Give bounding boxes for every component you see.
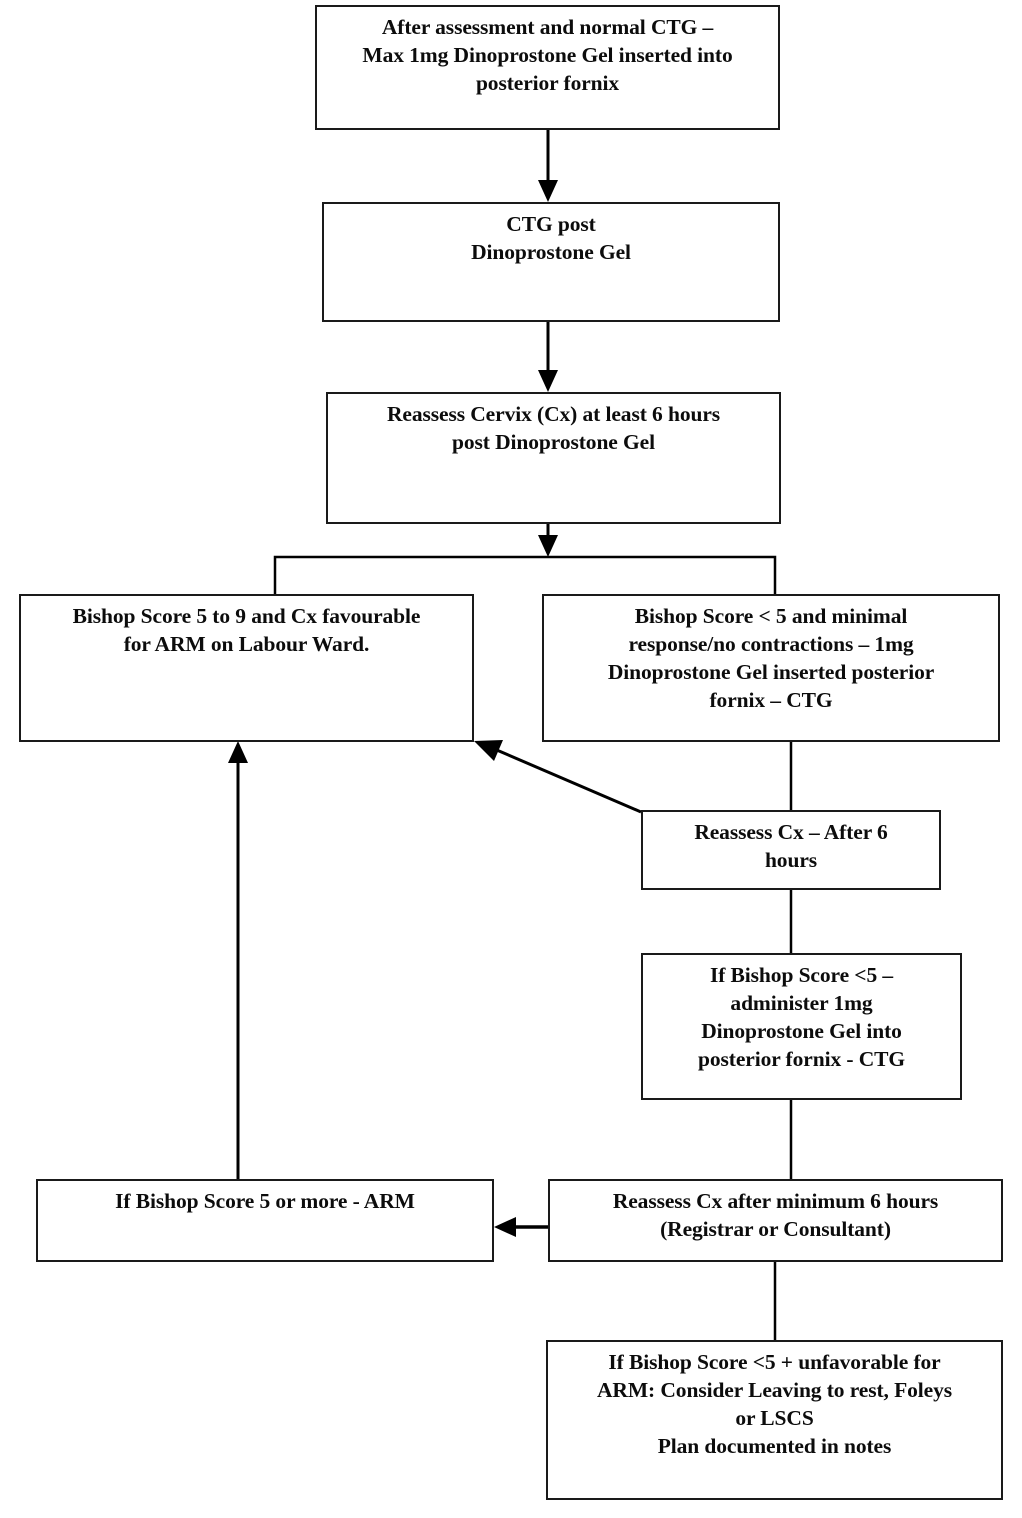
node-text: If Bishop Score <5 + unfavorable for ARM… (597, 1350, 952, 1458)
node-administer-1mg-gel[interactable]: If Bishop Score <5 – administer 1mg Dino… (641, 953, 962, 1100)
node-text: Reassess Cx after minimum 6 hours (Regis… (612, 1189, 939, 1241)
node-reassess-cx-minimum-6-hours[interactable]: Reassess Cx after minimum 6 hours (Regis… (548, 1179, 1003, 1262)
connector-n3-to-branch (538, 524, 558, 557)
node-bishop-score-5-or-more-arm[interactable]: If Bishop Score 5 or more - ARM (36, 1179, 494, 1262)
node-text: CTG post Dinoprostone Gel (471, 212, 631, 264)
node-text: Reassess Cervix (Cx) at least 6 hours po… (386, 402, 721, 454)
connector-n2-to-n3 (538, 322, 558, 392)
node-ctg-post-gel[interactable]: CTG post Dinoprostone Gel (322, 202, 780, 322)
node-text: Bishop Score < 5 and minimal response/no… (607, 604, 935, 712)
node-bishop-score-5-to-9-favourable[interactable]: Bishop Score 5 to 9 and Cx favourable fo… (19, 594, 474, 742)
connector-n8-to-n4 (228, 741, 248, 1179)
node-text: Bishop Score 5 to 9 and Cx favourable fo… (72, 604, 421, 656)
node-text: If Bishop Score 5 or more - ARM (115, 1189, 415, 1213)
node-unfavorable-consider-options[interactable]: If Bishop Score <5 + unfavorable for ARM… (546, 1340, 1003, 1500)
node-bishop-score-under-5-minimal-response[interactable]: Bishop Score < 5 and minimal response/no… (542, 594, 1000, 742)
node-dinoprostone-gel-insertion[interactable]: After assessment and normal CTG – Max 1m… (315, 5, 780, 130)
node-text: After assessment and normal CTG – Max 1m… (362, 15, 733, 95)
node-text: If Bishop Score <5 – administer 1mg Dino… (697, 963, 905, 1071)
connector-n1-to-n2 (538, 130, 558, 202)
node-reassess-cx-after-6-hours[interactable]: Reassess Cx – After 6 hours (641, 810, 941, 890)
node-reassess-cervix-6-hours[interactable]: Reassess Cervix (Cx) at least 6 hours po… (326, 392, 781, 524)
connector-n9-to-n8 (494, 1217, 548, 1237)
connector-branch-bus (273, 555, 777, 594)
node-text: Reassess Cx – After 6 hours (694, 820, 888, 872)
connector-n6-to-n4 (474, 740, 642, 814)
